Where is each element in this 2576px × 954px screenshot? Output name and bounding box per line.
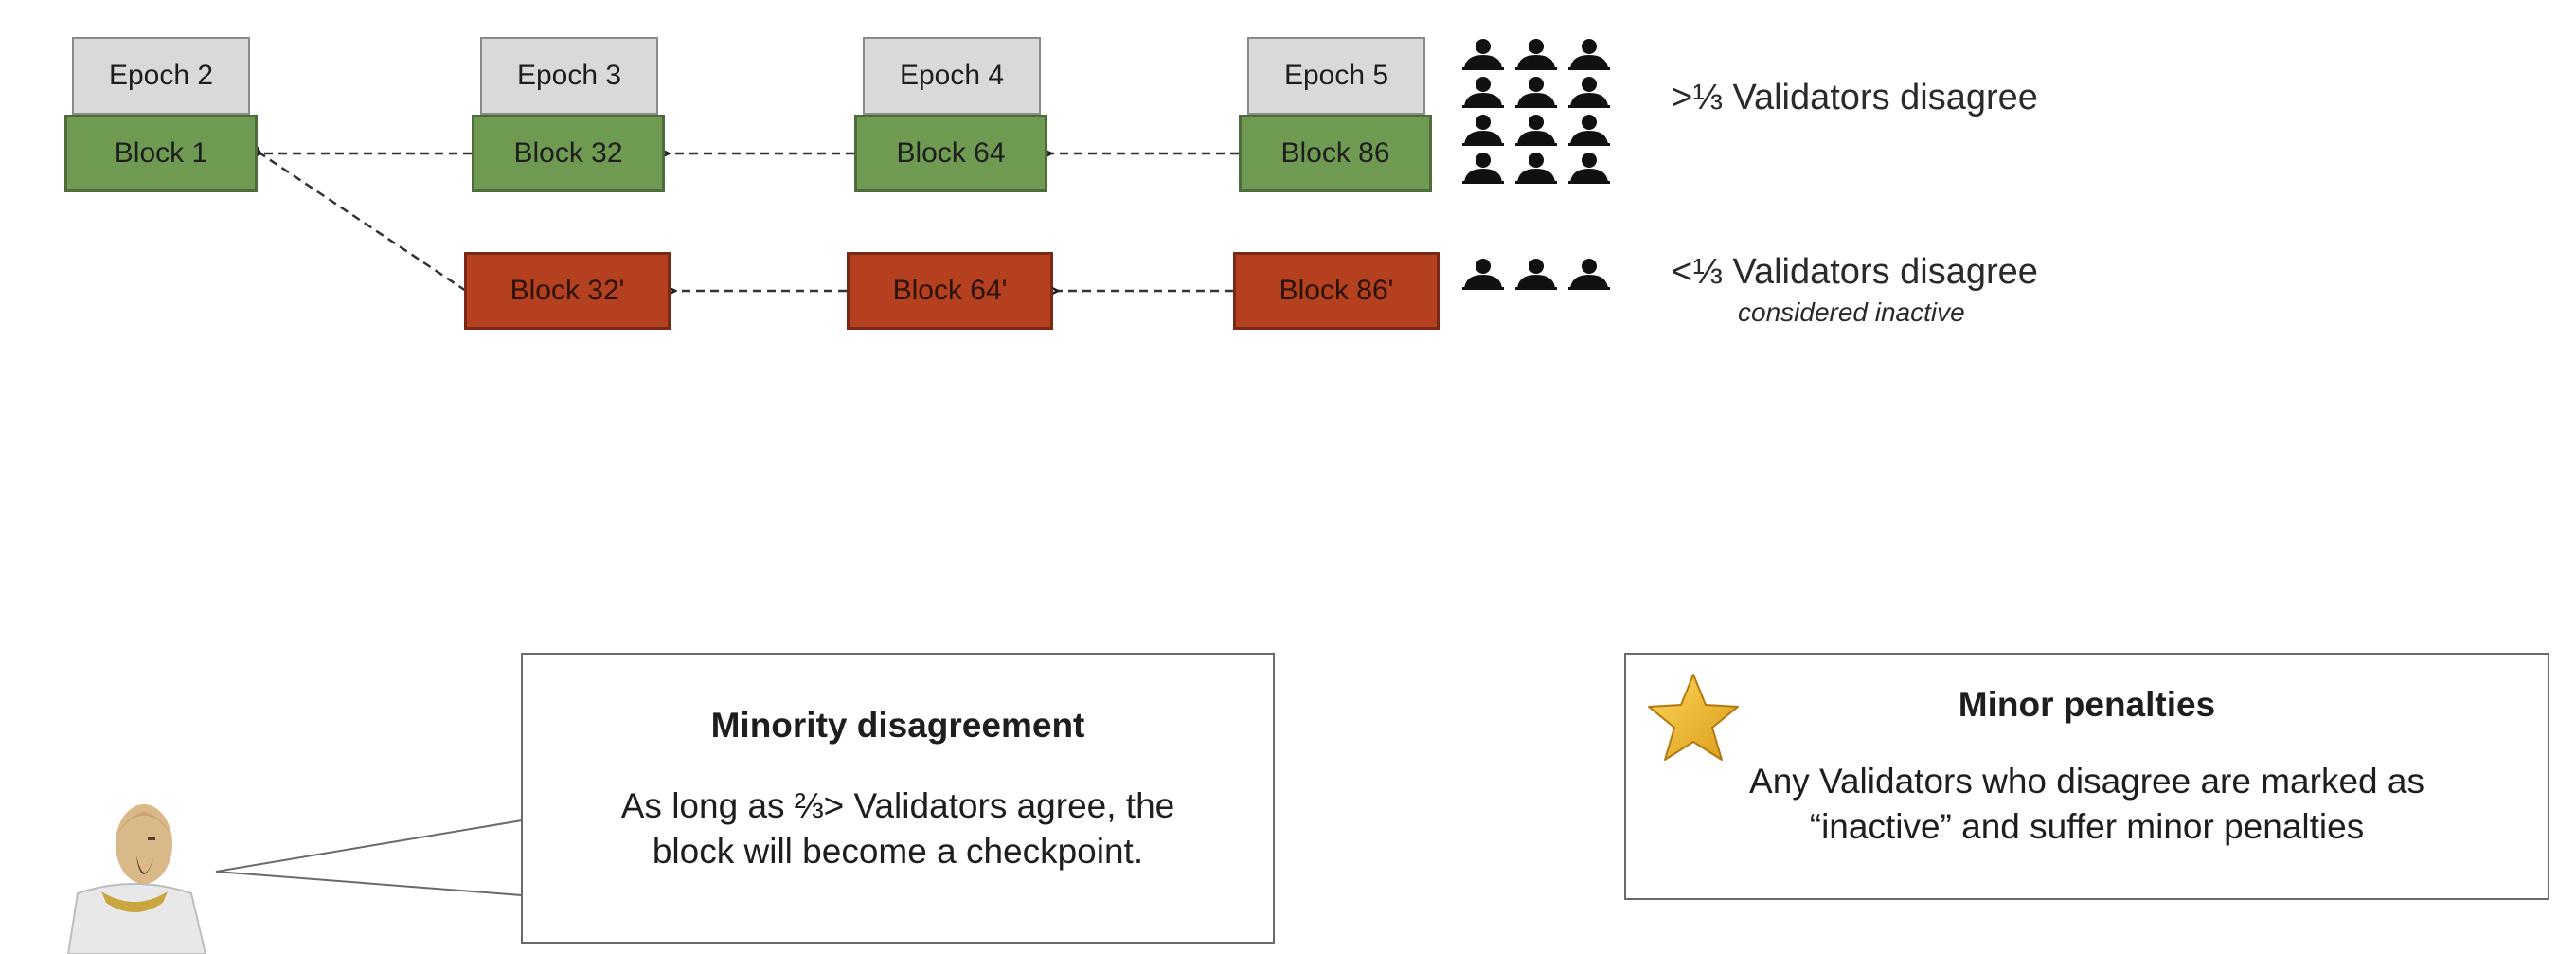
person-icon	[1515, 77, 1557, 108]
epoch-5-box: Epoch 5	[1247, 37, 1425, 115]
person-icon	[1568, 259, 1610, 290]
penalties-line-1: Any Validators who disagree are marked a…	[1749, 762, 2424, 801]
person-icon	[1462, 77, 1504, 108]
person-icon	[1515, 115, 1557, 146]
person-icon	[1568, 77, 1610, 108]
arrow-block32fork-to-block1	[260, 153, 467, 293]
wizard-avatar	[66, 804, 207, 954]
person-icon	[1568, 153, 1610, 184]
penalties-title: Minor penalties	[1958, 685, 2216, 724]
penalties-line-2: “inactive” and suffer minor penalties	[1809, 807, 2365, 847]
majority-validators-group	[1460, 38, 1612, 184]
person-icon	[1462, 39, 1504, 70]
person-icon	[1462, 153, 1504, 184]
speech-line-2: block will become a checkpoint.	[652, 832, 1144, 872]
minority-note: considered inactive	[1738, 297, 1965, 327]
speech-bubble: Minority disagreement As long as ⅔> Vali…	[521, 653, 1275, 944]
person-icon	[1515, 259, 1557, 290]
star-icon	[1648, 674, 1739, 761]
minority-validators-group	[1460, 258, 1612, 290]
block-64-fork: Block 64'	[847, 252, 1053, 330]
block-86: Block 86	[1239, 115, 1432, 192]
person-icon	[1568, 39, 1610, 70]
person-icon	[1568, 115, 1610, 146]
epoch-2-box: Epoch 2	[72, 37, 250, 115]
epoch-4-box: Epoch 4	[863, 37, 1041, 115]
person-icon	[1515, 39, 1557, 70]
block-86-fork: Block 86'	[1233, 252, 1440, 330]
majority-label: >⅓ Validators disagree	[1672, 78, 2038, 117]
penalties-box: Minor penalties Any Validators who disag…	[1624, 653, 2549, 900]
block-32-fork: Block 32'	[464, 252, 671, 330]
person-icon	[1462, 115, 1504, 146]
block-64: Block 64	[854, 115, 1047, 192]
speech-title: Minority disagreement	[710, 706, 1085, 745]
speech-line-1: As long as ⅔> Validators agree, the	[620, 786, 1175, 825]
person-icon	[1462, 259, 1504, 290]
epoch-3-box: Epoch 3	[480, 37, 658, 115]
block-1: Block 1	[64, 115, 258, 192]
person-icon	[1515, 153, 1557, 184]
minority-label: <⅓ Validators disagree	[1672, 252, 2038, 292]
block-32: Block 32	[472, 115, 665, 192]
